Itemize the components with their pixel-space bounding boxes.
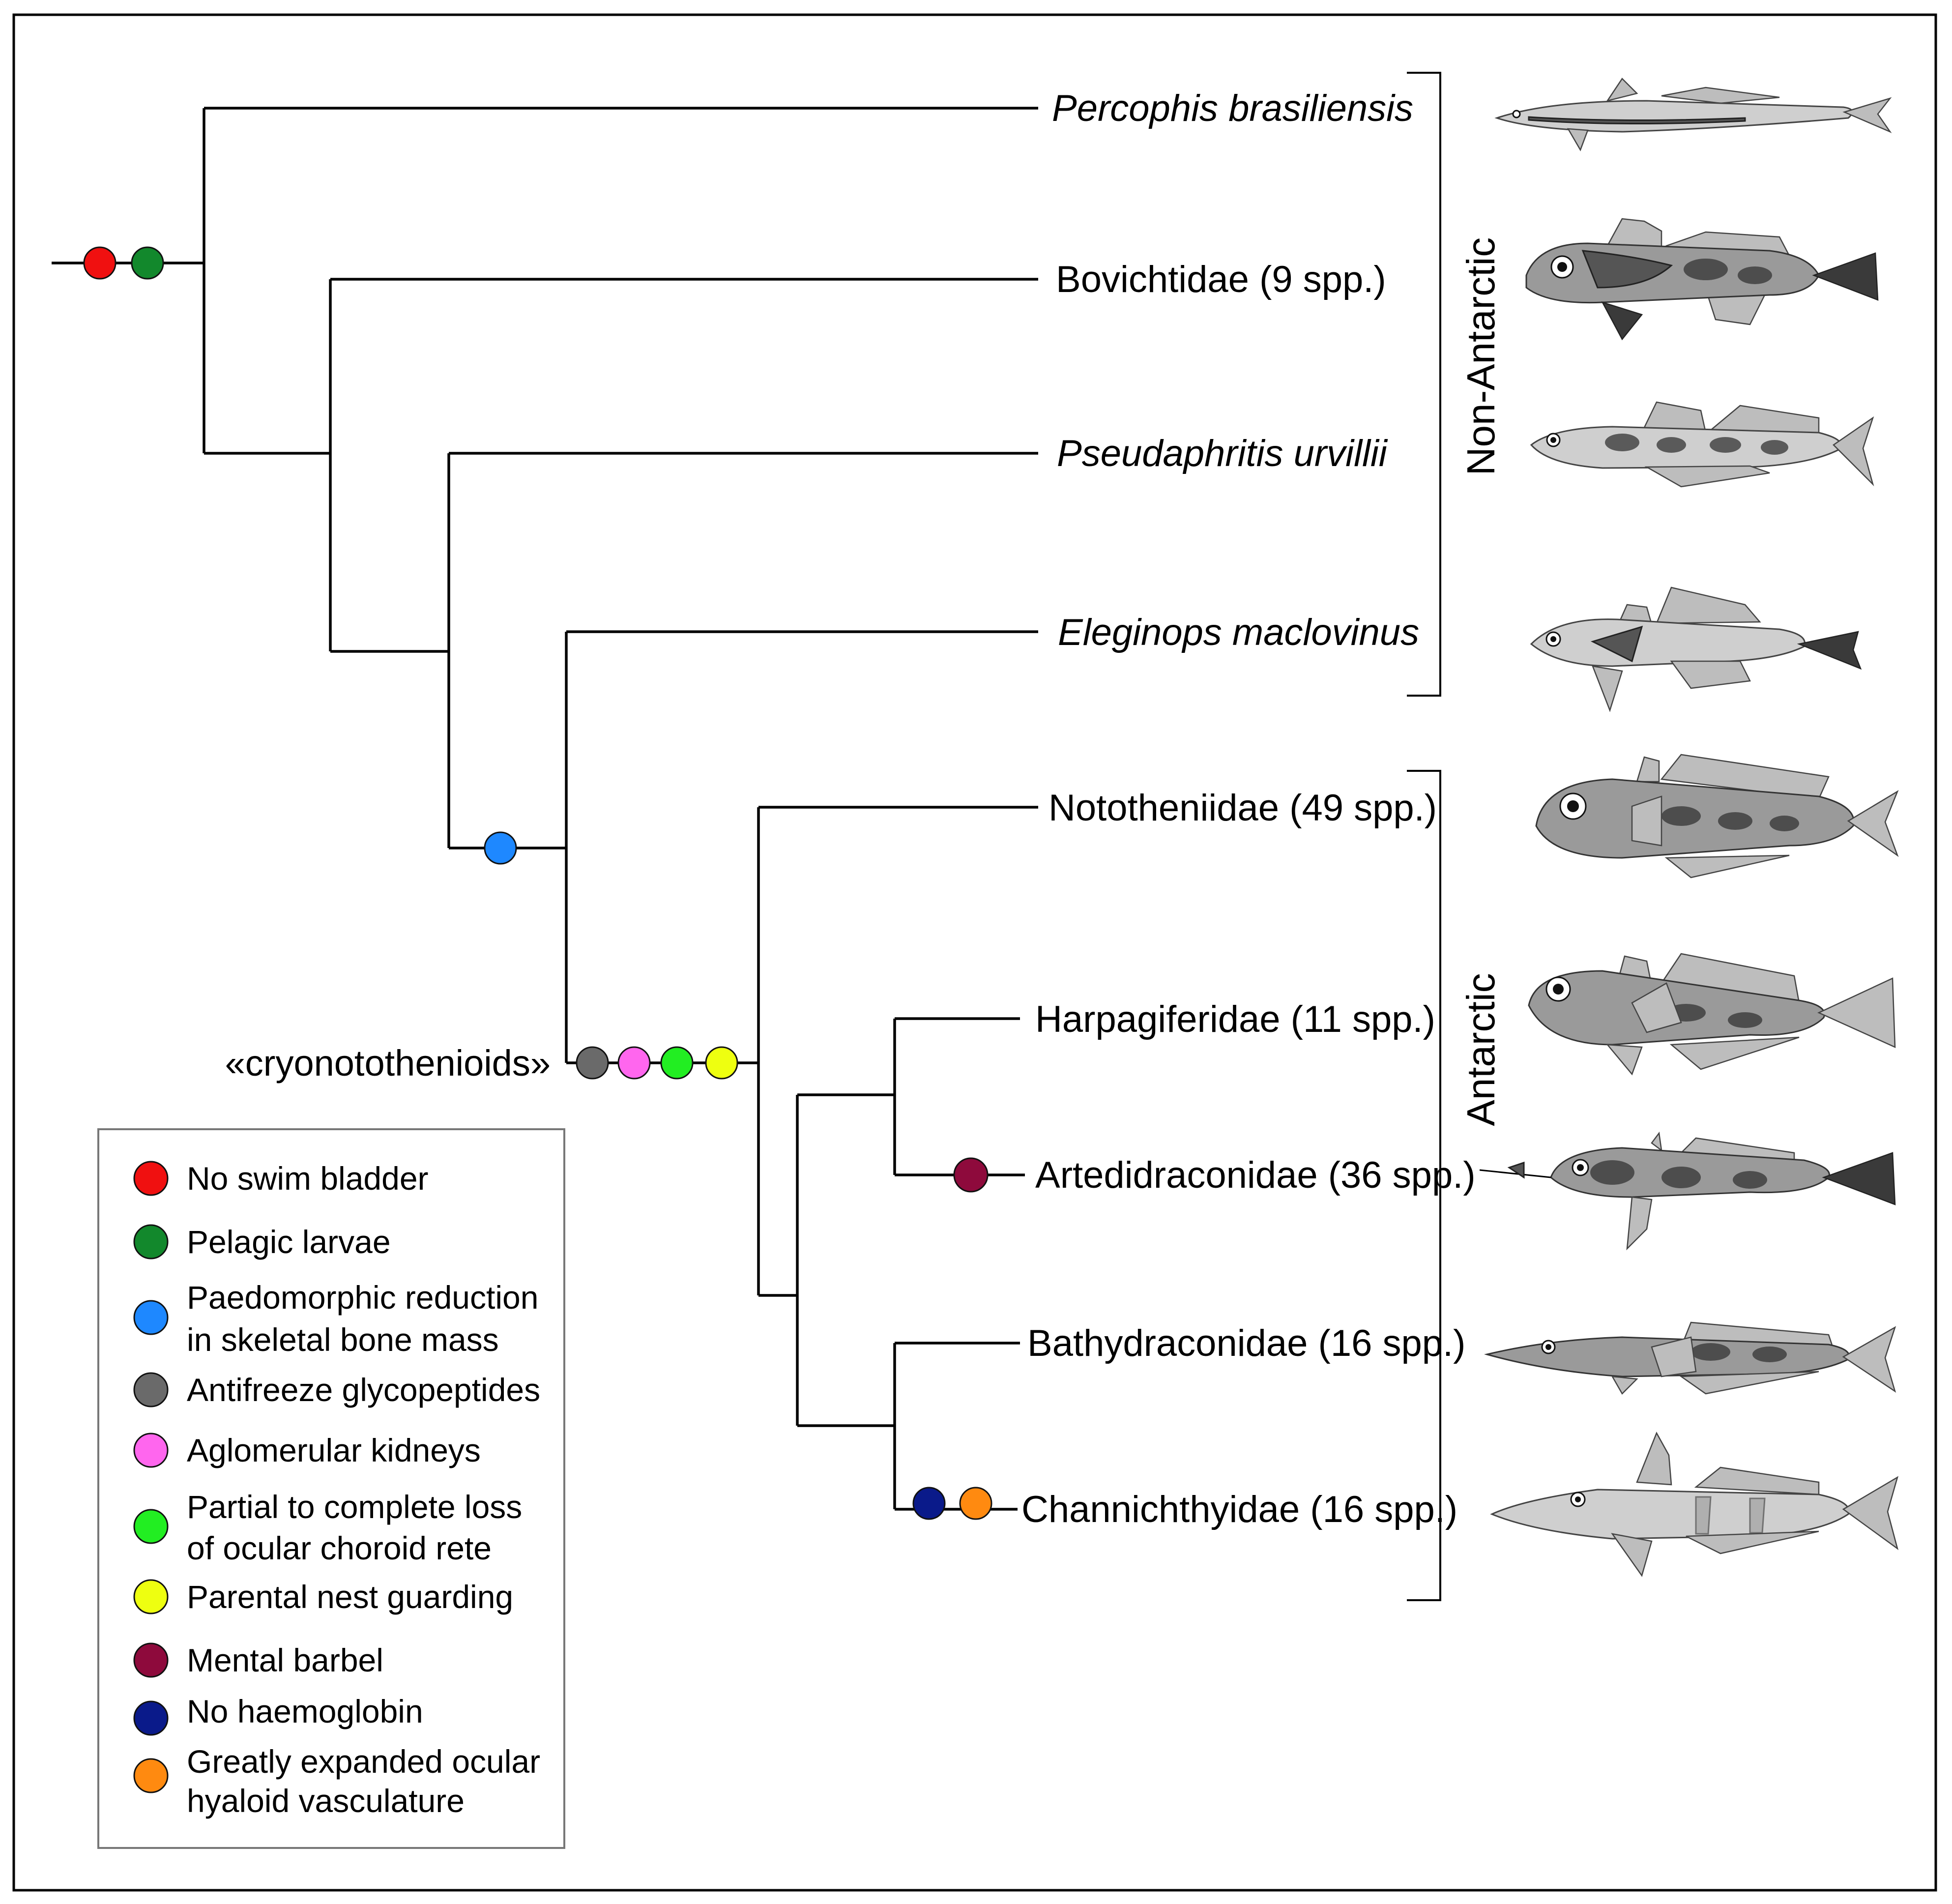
legend-item: No swim bladder (133, 1160, 429, 1197)
taxon-label-bathydraconidae: Bathydraconidae (16 spp.) (1027, 1322, 1465, 1364)
legend-label: Antifreeze glycopeptides (187, 1372, 540, 1408)
legend-label: Partial to complete loss (187, 1489, 522, 1525)
taxon-label-bovichtidae: Bovichtidae (9 spp.) (1056, 259, 1386, 300)
legend-item: Paedomorphic reduction in skeletal bone … (133, 1279, 538, 1358)
legend-swatch (133, 1579, 169, 1614)
eleginops-fish-illustration (1530, 586, 1862, 712)
legend-box (97, 1128, 565, 1849)
legend-label: No swim bladder (187, 1160, 429, 1197)
legend-label: Paedomorphic reduction (187, 1279, 538, 1316)
channichthyidae-fish-illustration (1490, 1432, 1899, 1577)
legend-item: Mental barbel (133, 1642, 383, 1678)
legend-item: Partial to complete loss of ocular choro… (133, 1489, 522, 1566)
legend-item: Pelagic larvae (133, 1224, 391, 1260)
taxon-label-nototheniidae: Nototheniidae (49 spp.) (1049, 787, 1437, 829)
taxon-label-pseudaphritis: Pseudaphritis urvillii (1057, 433, 1388, 474)
marker-nest-guarding (705, 1046, 738, 1080)
taxon-labels: Percophis brasiliensis Bovichtidae (9 sp… (225, 88, 1476, 1530)
nototheniidae-fish-illustration (1535, 754, 1899, 879)
legend-swatch (133, 1224, 169, 1260)
taxon-label-eleginops: Eleginops maclovinus (1058, 612, 1419, 653)
marker-hyaloid (959, 1487, 992, 1520)
legend-label: Mental barbel (187, 1642, 383, 1678)
bracket-non-antarctic (1407, 72, 1441, 697)
bracket-antarctic (1407, 770, 1441, 1601)
marker-pelagic-larvae (131, 246, 164, 280)
marker-no-haemoglobin (912, 1487, 946, 1520)
fish-illustrations (1479, 78, 1899, 1577)
figure-frame (12, 13, 1937, 1892)
marker-aglomerular (617, 1046, 651, 1080)
legend-item: Parental nest guarding (133, 1579, 513, 1615)
group-label-antarctic: Antarctic (1459, 973, 1503, 1126)
legend-label: No haemoglobin (187, 1693, 423, 1729)
percophis-fish-illustration (1494, 78, 1892, 151)
marker-paedomorphic (484, 831, 517, 865)
legend-item: No haemoglobin (133, 1693, 423, 1736)
legend-swatch (133, 1372, 169, 1407)
legend-label: Greatly expanded ocular (187, 1743, 540, 1780)
pseudaphritis-fish-illustration (1530, 401, 1874, 488)
legend-item: Antifreeze glycopeptides (133, 1372, 540, 1408)
artedidraconidae-fish-illustration (1479, 1131, 1896, 1251)
clade-label-cryonotothenioids: «cryonotothenioids» (225, 1043, 551, 1084)
legend-label: Aglomerular kidneys (187, 1432, 481, 1468)
harpagiferidae-fish-illustration (1528, 953, 1896, 1076)
legend-swatch (133, 1758, 169, 1793)
legend-item: Aglomerular kidneys (133, 1432, 481, 1468)
taxon-label-harpagiferidae: Harpagiferidae (11 spp.) (1035, 998, 1435, 1040)
legend-label-line2: hyaloid vasculature (187, 1783, 465, 1819)
marker-antifreeze (576, 1046, 609, 1080)
trait-markers (83, 246, 992, 1520)
bathydraconidae-fish-illustration (1484, 1321, 1896, 1395)
taxon-label-channichthyidae: Channichthyidae (16 spp.) (1021, 1489, 1457, 1530)
marker-mental-barbel (953, 1157, 989, 1193)
legend-label: Pelagic larvae (187, 1224, 391, 1260)
legend-swatch (133, 1300, 169, 1335)
taxon-label-percophis: Percophis brasiliensis (1052, 88, 1413, 129)
legend-label-line2: in skeletal bone mass (187, 1321, 499, 1358)
marker-choroid-rete (660, 1046, 694, 1080)
legend: No swim bladder Pelagic larvae Paedomorp… (97, 1128, 565, 1849)
group-label-non-antarctic: Non-Antarctic (1459, 237, 1503, 476)
bovichtidae-fish-illustration (1525, 218, 1879, 341)
marker-no-swim-bladder (83, 246, 117, 280)
legend-item: Greatly expanded ocular hyaloid vasculat… (133, 1743, 540, 1819)
legend-swatch (133, 1642, 169, 1678)
legend-swatch (133, 1161, 169, 1196)
legend-label-line2: of ocular choroid rete (187, 1530, 492, 1566)
legend-label: Parental nest guarding (187, 1579, 513, 1615)
legend-swatch (133, 1509, 169, 1544)
legend-swatch (133, 1700, 169, 1736)
taxon-label-artedidraconidae: Artedidraconidae (36 spp.) (1035, 1154, 1476, 1196)
legend-swatch (133, 1433, 169, 1468)
group-brackets: Non-Antarctic Antarctic (1407, 72, 1503, 1601)
